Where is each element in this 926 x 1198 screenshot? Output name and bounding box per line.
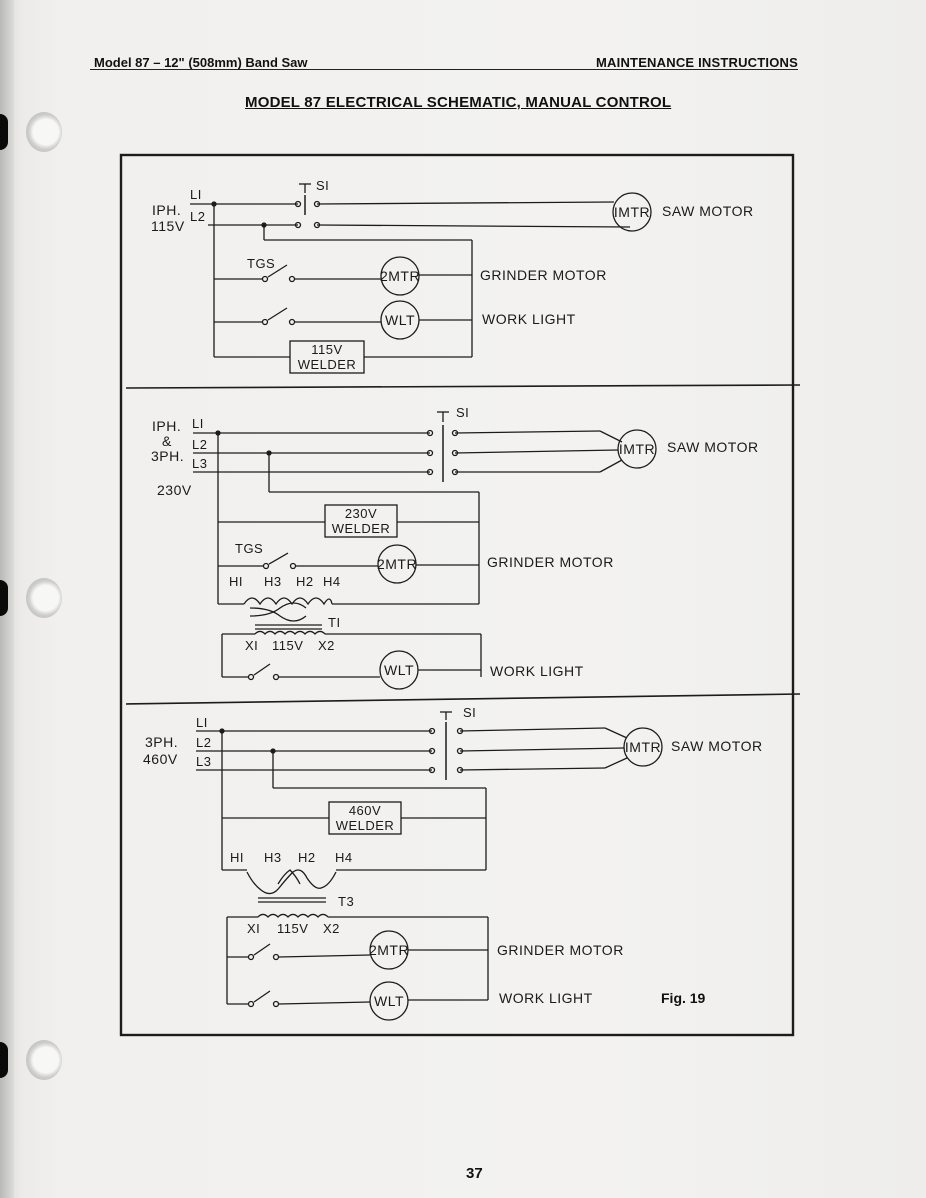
label-welder-voltage: 230V [345,506,377,521]
label-phase2: 3PH. [151,448,184,464]
label-grinder-motor: GRINDER MOTOR [480,267,607,283]
section-460v [196,711,663,1021]
label-h3: H3 [264,574,282,589]
label-h2: H2 [296,574,314,589]
label-l1: LI [190,187,202,202]
punch-hole [26,578,62,618]
label-work-light: WORK LIGHT [490,663,584,679]
punch-hole [26,1040,62,1080]
label-voltage: 230V [157,482,192,498]
label-light-symbol: WLT [384,662,414,678]
label-saw-motor: SAW MOTOR [662,203,754,219]
label-light-symbol: WLT [374,993,404,1009]
label-saw-motor: SAW MOTOR [671,738,763,754]
welder-115v [289,340,365,374]
section-115v [190,183,652,374]
label-work-light: WORK LIGHT [482,311,576,327]
saw-motor-symbol [623,727,663,767]
label-l2: L2 [190,209,205,224]
label-l1: LI [196,715,208,730]
section-divider [125,384,801,389]
label-saw-motor: SAW MOTOR [667,439,759,455]
saw-motor-symbol [612,192,652,232]
section-divider [125,693,801,705]
label-grinder-symbol: 2MTR [369,942,409,958]
schematic-border [119,153,795,1037]
label-grinder-motor: GRINDER MOTOR [487,554,614,570]
binder-ring [0,1042,8,1078]
welder-230v [324,504,398,538]
label-h1: HI [229,574,243,589]
label-welder-voltage: 115V [311,342,342,357]
label-grinder-symbol: 2MTR [380,268,420,284]
label-phase: IPH. [152,202,181,218]
transformer-t1 [254,630,326,635]
label-saw-motor-symbol: IMTR [614,204,650,220]
page-number: 37 [466,1165,483,1182]
binder-ring [0,114,8,150]
header-model: Model 87 – 12" (508mm) Band Saw [94,55,308,70]
label-welder: WELDER [336,818,395,833]
label-phase: IPH. [152,418,181,434]
section-230v [193,411,657,690]
label-voltage: 460V [143,751,178,767]
label-x1: XI [245,638,258,653]
grinder-motor-symbol [377,544,417,584]
label-h1: HI [230,850,244,865]
transformer-t3 [257,913,329,918]
label-phase: 3PH. [145,734,178,750]
label-x2: X2 [323,921,340,936]
schematic-title: MODEL 87 ELECTRICAL SCHEMATIC, MANUAL CO… [245,94,672,111]
label-light-symbol: WLT [385,312,415,328]
label-grinder-switch: TGS [247,256,275,271]
label-l3: L3 [192,456,207,471]
label-switch: SI [456,405,469,420]
label-sec-voltage: 115V [272,638,303,653]
label-work-light: WORK LIGHT [499,990,593,1006]
saw-motor-symbol [617,429,657,469]
label-l2: L2 [192,437,207,452]
label-sec-voltage: 115V [277,921,308,936]
punch-hole [26,112,62,152]
label-saw-motor-symbol: IMTR [625,739,661,755]
label-l1: LI [192,416,204,431]
label-welder: WELDER [332,521,391,536]
label-grinder-motor: GRINDER MOTOR [497,942,624,958]
welder-460v [328,801,402,835]
label-switch: SI [316,178,329,193]
label-saw-motor-symbol: IMTR [619,441,655,457]
label-h4: H4 [323,574,341,589]
label-grinder-switch: TGS [235,541,263,556]
label-welder: WELDER [298,357,357,372]
grinder-motor-symbol [380,256,420,296]
label-h2: H2 [298,850,316,865]
label-x2: X2 [318,638,335,653]
label-x1: XI [247,921,260,936]
binder-ring [0,580,8,616]
label-l2: L2 [196,735,211,750]
label-voltage: 115V [151,218,185,234]
label-switch: SI [463,705,476,720]
work-light-symbol [369,981,409,1021]
figure-caption: Fig. 19 [661,990,706,1006]
label-transformer-t3: T3 [338,894,354,909]
header-section: MAINTENANCE INSTRUCTIONS [596,55,798,70]
label-h3: H3 [264,850,282,865]
label-transformer-t1: TI [328,615,341,630]
label-grinder-symbol: 2MTR [377,556,417,572]
header-rule [90,69,798,70]
label-l3: L3 [196,754,211,769]
label-welder-voltage: 460V [349,803,381,818]
label-conj: & [162,433,172,449]
label-h4: H4 [335,850,353,865]
